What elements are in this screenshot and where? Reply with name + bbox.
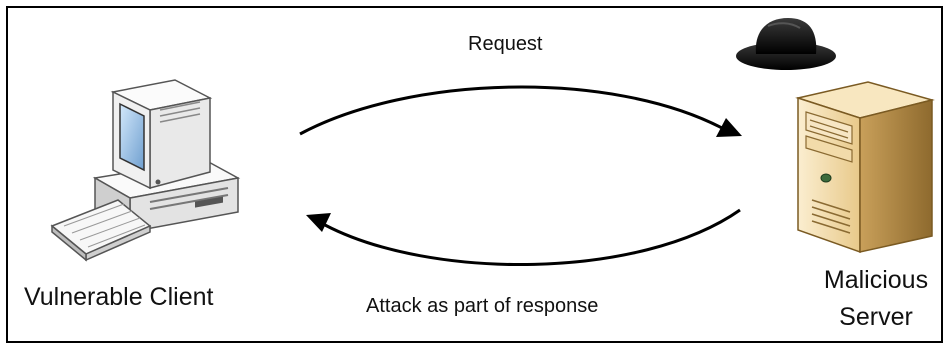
client-label: Vulnerable Client — [24, 283, 214, 311]
server-label: Malicious Server — [808, 262, 944, 336]
request-label: Request — [468, 33, 543, 55]
server-label-line2: Server — [839, 303, 913, 331]
black-hat-icon — [736, 18, 836, 70]
response-label: Attack as part of response — [366, 295, 599, 317]
request-arrow — [299, 85, 742, 137]
server-label-line1: Malicious — [823, 266, 929, 294]
desktop-computer-icon — [50, 79, 241, 262]
response-arrow — [306, 208, 741, 267]
tower-server-icon — [795, 81, 935, 254]
